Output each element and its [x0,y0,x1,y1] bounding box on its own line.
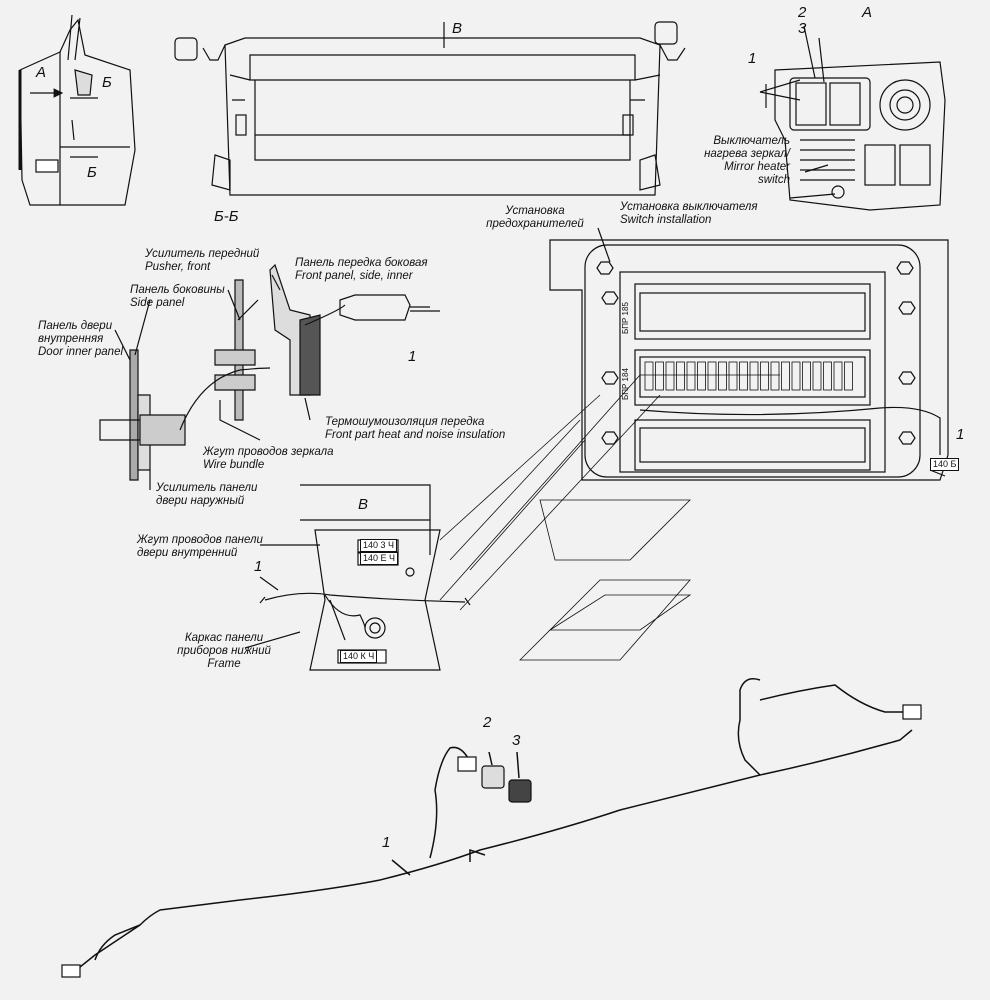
callout-1-v: 1 [254,558,263,575]
fuse-cell [728,361,738,391]
fuse-block-label: БПР 184 [621,368,630,400]
callout-1-bb: 1 [408,348,417,365]
fuse-cell [833,361,843,391]
fuse-cell [655,361,664,391]
callout-1-fuse: 1 [956,426,965,443]
detail-a-title: А [862,4,873,21]
cab-front-view [174,21,686,196]
callout-3-harness: 3 [512,732,521,749]
fuse-cell [812,361,822,391]
callout-3-a: 3 [798,20,807,37]
fuse-block-label: БПР 185 [621,302,630,334]
detail-a-panel [759,25,946,211]
callout-2-a: 2 [798,4,807,21]
wire-tag: 140 К Ч [340,650,378,663]
callout-2-harness: 2 [483,714,492,731]
wire-tag: 140 3 Ч [360,539,398,552]
leader-lines [439,374,780,661]
fuse-cell [770,361,780,391]
fuse-cell [823,361,832,391]
wire-tag: 140 Е Ч [360,552,399,565]
fuse-cell [844,361,853,391]
fuse-cell [760,361,769,391]
view-v-letter: В [452,20,463,37]
view-b-letter: Б [102,74,112,91]
fuse-cell [791,361,801,391]
fuse-cells [644,361,853,391]
view-a-letter: А [36,64,47,81]
wire-tag: 140 Б [930,458,960,471]
fuse-cell [665,361,675,391]
view-b-bottom-letter: Б [87,164,97,181]
section-bb-title: Б-Б [214,208,239,225]
callout-1-a: 1 [748,50,757,67]
fuse-cell [707,361,717,391]
fuse-cell [739,361,748,391]
fuse-cell [697,361,706,391]
fuse-cell [718,361,727,391]
fuse-installation [549,227,949,481]
fuse-cell [676,361,685,391]
fuse-cell [686,361,696,391]
callout-1-harness: 1 [382,834,391,851]
wire-harness [61,678,922,978]
fuse-cell [781,361,790,391]
fuse-cell [644,361,654,391]
fuse-cell [802,361,811,391]
section-bb [99,263,440,555]
cab-side-view [18,14,136,206]
fuse-cell [749,361,759,391]
detail-v-title: В [358,496,369,513]
